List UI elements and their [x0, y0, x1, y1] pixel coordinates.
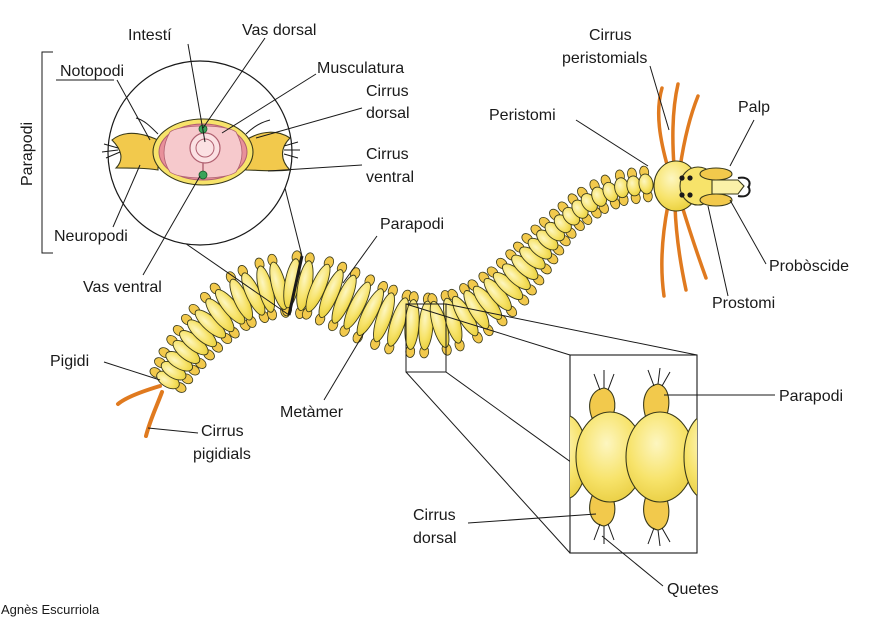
label-cirrus-dorsal-zoom-2: dorsal [413, 530, 457, 547]
label-palp: Palp [738, 99, 770, 116]
label-peristomi: Peristomi [489, 107, 556, 124]
label-intesti: Intestí [128, 27, 172, 44]
label-quetes: Quetes [667, 581, 719, 598]
label-parapodi-bracket: Parapodi [19, 122, 36, 186]
label-cirrus-dorsal-zoom-1: Cirrus [413, 507, 456, 524]
body-segment [638, 173, 654, 195]
pygidial-cirri [116, 384, 164, 438]
body-segment [373, 292, 395, 343]
label-cirrus-pigidials-1: Cirrus [201, 423, 244, 440]
label-parapodi-zoom: Parapodi [779, 388, 843, 405]
zoom-inset [569, 354, 698, 554]
label-pigidi: Pigidi [50, 353, 89, 370]
label-parapodi-body: Parapodi [380, 216, 444, 233]
worm-head [653, 82, 751, 298]
label-vas-ventral: Vas ventral [83, 279, 162, 296]
label-notopodi: Notopodi [60, 63, 124, 80]
label-cirrus-ventral-2: ventral [366, 169, 414, 186]
label-cirrus-pigidials-2: pigidials [193, 446, 251, 463]
cross-section-inset [101, 60, 300, 246]
label-cirrus-peristomials-1: Cirrus [589, 27, 632, 44]
label-musculatura: Musculatura [317, 60, 404, 77]
label-cirrus-peristomials-2: peristomials [562, 50, 647, 67]
label-proboscide: Probòscide [769, 258, 849, 275]
label-prostomi: Prostomi [712, 295, 775, 312]
label-neuropodi: Neuropodi [54, 228, 128, 245]
label-cirrus-ventral-1: Cirrus [366, 146, 409, 163]
body-segment [356, 288, 384, 336]
label-vas-dorsal: Vas dorsal [242, 22, 316, 39]
label-cirrus-dorsal-cross-1: Cirrus [366, 83, 409, 100]
section-marker [287, 255, 304, 316]
credit-text: Agnès Escurriola [1, 602, 100, 617]
body-segment [343, 281, 371, 330]
leader-lines [56, 37, 775, 587]
body-segment [331, 274, 357, 324]
label-metamer: Metàmer [280, 404, 344, 421]
parapodi-bracket [41, 51, 53, 254]
label-cirrus-dorsal-cross-2: dorsal [366, 105, 410, 122]
worm-body [156, 173, 654, 390]
